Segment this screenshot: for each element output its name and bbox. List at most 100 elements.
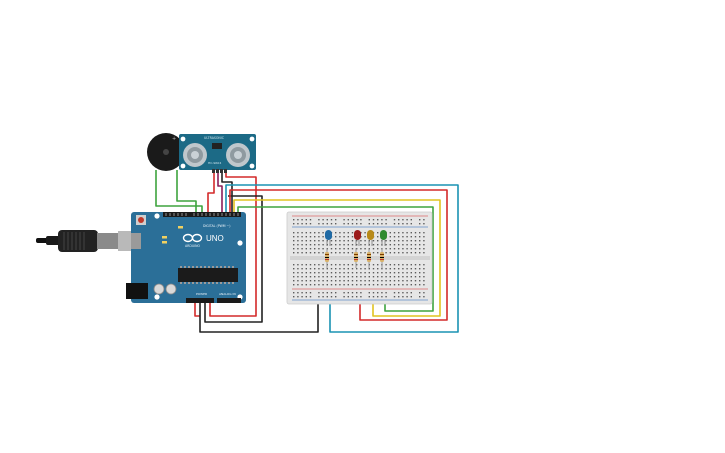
reset-button[interactable] xyxy=(136,215,146,225)
breadboard-hole xyxy=(410,284,412,286)
breadboard-hole xyxy=(360,252,362,254)
analog-header[interactable] xyxy=(217,298,241,303)
analog-header-label: ANALOG IN xyxy=(219,292,236,296)
breadboard[interactable] xyxy=(286,211,433,305)
breadboard-hole xyxy=(406,264,408,266)
sensor-model-label: HC-SR04 xyxy=(208,161,221,165)
breadboard-hole xyxy=(360,292,362,294)
breadboard-hole xyxy=(410,244,412,246)
breadboard-hole xyxy=(406,284,408,286)
power-jack[interactable] xyxy=(126,283,148,299)
wire-sensor-gnd[interactable] xyxy=(209,170,257,317)
blue-led[interactable] xyxy=(325,230,332,246)
breadboard-hole xyxy=(318,252,320,254)
breadboard-hole xyxy=(301,223,303,225)
breadboard-hole xyxy=(347,272,349,274)
digital-header-label: DIGITAL (PWM ~) xyxy=(203,224,230,228)
breadboard-hole xyxy=(398,244,400,246)
breadboard-hole xyxy=(364,236,366,238)
breadboard-hole xyxy=(364,248,366,250)
piezo-buzzer[interactable]: + xyxy=(147,133,185,171)
resistor-3[interactable] xyxy=(367,248,371,268)
breadboard-hole xyxy=(385,252,387,254)
breadboard-hole xyxy=(393,240,396,242)
breadboard-hole xyxy=(305,280,307,282)
breadboard-hole xyxy=(398,284,400,286)
breadboard-hole xyxy=(351,276,354,278)
breadboard-hole xyxy=(360,244,362,246)
breadboard-hole xyxy=(347,248,349,250)
breadboard-hole xyxy=(356,272,358,274)
wire-blue-led[interactable] xyxy=(225,184,459,333)
wire-black-power[interactable] xyxy=(204,195,263,323)
wire-yellow-led[interactable] xyxy=(233,199,441,317)
wire-black-breadboard[interactable] xyxy=(199,296,319,333)
breadboard-hole xyxy=(297,280,299,282)
breadboard-hole xyxy=(339,284,341,286)
resistor-2[interactable] xyxy=(354,248,358,268)
breadboard-hole xyxy=(406,240,408,242)
breadboard-hole xyxy=(309,264,312,266)
breadboard-hole xyxy=(301,276,303,278)
breadboard-hole xyxy=(330,268,333,270)
breadboard-hole xyxy=(356,280,358,282)
breadboard-hole xyxy=(360,268,362,270)
breadboard-hole xyxy=(297,252,299,254)
ultrasonic-sensor[interactable]: ULTRASONIC HC-SR04 xyxy=(179,134,256,173)
breadboard-hole xyxy=(419,272,421,274)
breadboard-hole xyxy=(393,268,396,270)
breadboard-hole xyxy=(377,280,379,282)
breadboard-hole xyxy=(351,296,354,298)
wire-buzzer-green-2[interactable] xyxy=(176,170,197,213)
power-header[interactable] xyxy=(186,298,214,303)
yellow-led[interactable] xyxy=(367,230,374,246)
breadboard-hole xyxy=(398,276,400,278)
resistor-4[interactable] xyxy=(380,248,384,268)
breadboard-hole xyxy=(318,268,320,270)
resistor-1[interactable] xyxy=(325,248,329,268)
breadboard-hole xyxy=(314,244,316,246)
breadboard-hole xyxy=(402,236,404,238)
breadboard-hole xyxy=(301,219,303,221)
wire-sensor-echo[interactable] xyxy=(221,170,233,213)
breadboard-hole xyxy=(347,292,349,294)
breadboard-hole xyxy=(410,268,412,270)
breadboard-hole xyxy=(402,240,404,242)
breadboard-hole xyxy=(343,219,345,221)
breadboard-hole xyxy=(309,248,312,250)
breadboard-hole xyxy=(309,292,312,294)
breadboard-hole xyxy=(423,292,425,294)
breadboard-hole xyxy=(385,244,387,246)
breadboard-hole xyxy=(309,236,312,238)
wire-sensor-trig[interactable] xyxy=(217,170,223,213)
breadboard-hole xyxy=(343,240,345,242)
usb-cable[interactable] xyxy=(36,230,134,252)
breadboard-hole xyxy=(410,292,412,294)
arduino-uno[interactable]: DIGITAL (PWM ~) UNO ARDUINO xyxy=(36,212,246,303)
breadboard-hole xyxy=(347,264,349,266)
wire-sensor-vcc[interactable] xyxy=(207,170,215,213)
breadboard-hole xyxy=(410,296,412,298)
breadboard-hole xyxy=(347,268,349,270)
green-led[interactable] xyxy=(380,230,387,246)
breadboard-hole xyxy=(385,248,387,250)
wire-buzzer-green-1[interactable] xyxy=(155,170,203,213)
breadboard-hole xyxy=(318,219,320,221)
breadboard-hole xyxy=(423,280,425,282)
breadboard-hole xyxy=(410,264,412,266)
breadboard-hole xyxy=(301,236,303,238)
breadboard-hole xyxy=(398,236,400,238)
breadboard-hole xyxy=(335,240,337,242)
breadboard-hole xyxy=(309,252,312,254)
power-header-label: POWER xyxy=(196,292,207,296)
breadboard-hole xyxy=(309,219,312,221)
breadboard-hole xyxy=(364,272,366,274)
breadboard-hole xyxy=(372,268,375,270)
digital-header[interactable] xyxy=(163,212,241,217)
red-led[interactable] xyxy=(354,230,361,246)
wire-red-led[interactable] xyxy=(229,189,448,321)
wire-red-gnd[interactable] xyxy=(194,302,200,317)
sensor-transducer-left xyxy=(183,143,207,167)
breadboard-hole xyxy=(318,232,320,234)
